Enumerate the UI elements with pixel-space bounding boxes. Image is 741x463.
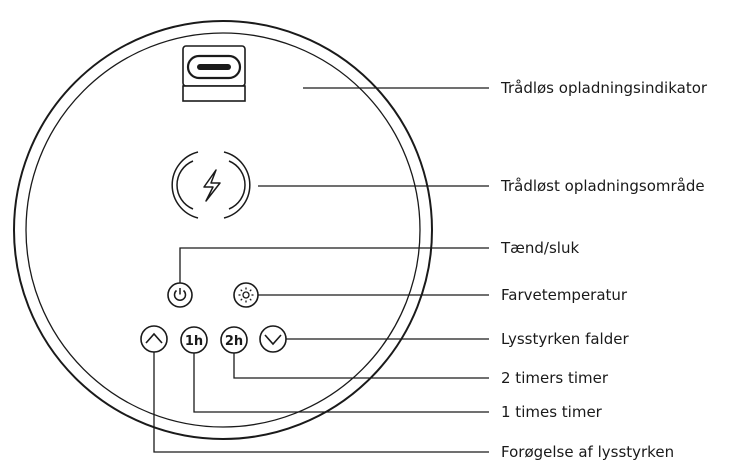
device-outer-ring: [13, 20, 433, 440]
chevron-down-icon: [264, 334, 282, 346]
usb-port-icon: [182, 45, 246, 102]
power-button[interactable]: [167, 282, 193, 308]
label-power: Tænd/sluk: [500, 239, 579, 257]
leader-lines: [153, 87, 489, 453]
label-wireless-charging-area: Trådløst opladningsområde: [500, 177, 705, 195]
timer-1h-button[interactable]: 1h: [180, 326, 208, 354]
sun-icon: [238, 287, 254, 303]
label-brightness-up: Forøgelse af lysstyrken: [501, 443, 674, 461]
lightning-bolt-icon: [171, 151, 251, 219]
timer-1h-label: 1h: [185, 334, 203, 349]
label-timer-1h: 1 times timer: [501, 403, 603, 421]
timer-2h-button[interactable]: 2h: [220, 326, 248, 354]
brightness-down-button[interactable]: [259, 325, 287, 353]
label-timer-2h: 2 timers timer: [501, 369, 609, 387]
power-icon: [173, 288, 187, 301]
label-wireless-charging-indicator: Trådløs opladningsindikator: [500, 79, 708, 97]
device-inner-ring: [25, 32, 421, 428]
brightness-up-button[interactable]: [140, 325, 168, 353]
timer-2h-label: 2h: [225, 334, 243, 349]
chevron-up-icon: [145, 332, 163, 344]
label-brightness-down: Lysstyrken falder: [501, 330, 629, 348]
label-color-temperature: Farvetemperatur: [501, 286, 628, 304]
color-temperature-button[interactable]: [233, 282, 259, 308]
